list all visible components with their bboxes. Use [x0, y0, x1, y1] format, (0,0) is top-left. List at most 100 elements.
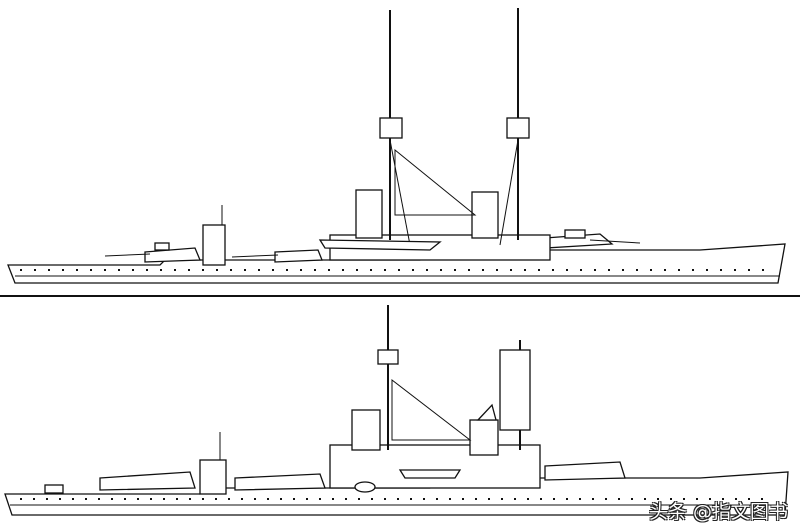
porthole — [132, 269, 134, 271]
porthole — [397, 498, 399, 500]
porthole — [524, 269, 526, 271]
porthole — [228, 498, 230, 500]
porthole — [202, 498, 204, 500]
upper-derrick — [394, 148, 477, 216]
porthole — [706, 269, 708, 271]
porthole — [636, 269, 638, 271]
porthole — [579, 498, 581, 500]
porthole — [72, 498, 74, 500]
porthole — [20, 498, 22, 500]
porthole — [85, 498, 87, 500]
porthole — [735, 498, 737, 500]
porthole — [241, 498, 243, 500]
porthole — [358, 498, 360, 500]
porthole — [709, 498, 711, 500]
porthole — [384, 498, 386, 500]
porthole — [342, 269, 344, 271]
lower-funnel-aft — [351, 409, 381, 451]
upper-aft-tower — [202, 224, 226, 266]
porthole — [124, 498, 126, 500]
porthole — [527, 498, 529, 500]
porthole — [104, 269, 106, 271]
porthole — [371, 498, 373, 500]
porthole — [314, 269, 316, 271]
porthole — [650, 269, 652, 271]
porthole — [566, 269, 568, 271]
porthole — [202, 269, 204, 271]
porthole — [76, 269, 78, 271]
porthole — [468, 269, 470, 271]
porthole — [46, 498, 48, 500]
porthole — [188, 269, 190, 271]
porthole — [762, 269, 764, 271]
lower-turret-fore — [544, 461, 626, 481]
porthole — [150, 498, 152, 500]
upper-turret-aft-1 — [144, 247, 201, 263]
porthole — [34, 269, 36, 271]
porthole — [670, 498, 672, 500]
porthole — [605, 498, 607, 500]
porthole — [462, 498, 464, 500]
porthole — [722, 498, 724, 500]
porthole — [618, 498, 620, 500]
porthole — [748, 498, 750, 500]
porthole — [258, 269, 260, 271]
porthole — [118, 269, 120, 271]
lower-funnel-fore — [469, 419, 499, 456]
lower-portholes — [20, 498, 763, 500]
lower-superstructure — [329, 444, 541, 489]
porthole — [215, 498, 217, 500]
porthole — [631, 498, 633, 500]
lower-turret-aft-2 — [234, 473, 326, 491]
porthole — [488, 498, 490, 500]
lower-ship-profile — [4, 305, 789, 516]
porthole — [293, 498, 295, 500]
porthole — [189, 498, 191, 500]
porthole — [300, 269, 302, 271]
porthole — [254, 498, 256, 500]
porthole — [280, 498, 282, 500]
porthole — [216, 269, 218, 271]
porthole — [475, 498, 477, 500]
porthole — [176, 498, 178, 500]
upper-funnel-aft — [355, 189, 383, 239]
porthole — [356, 269, 358, 271]
porthole — [580, 269, 582, 271]
porthole — [20, 269, 22, 271]
porthole — [720, 269, 722, 271]
porthole — [553, 498, 555, 500]
porthole — [454, 269, 456, 271]
porthole — [622, 269, 624, 271]
porthole — [98, 498, 100, 500]
upper-ship-profile — [0, 8, 800, 297]
lower-aft-tower — [199, 459, 227, 495]
porthole — [59, 498, 61, 500]
porthole — [230, 269, 232, 271]
porthole — [267, 498, 269, 500]
porthole — [384, 269, 386, 271]
porthole — [748, 269, 750, 271]
porthole — [48, 269, 50, 271]
porthole — [644, 498, 646, 500]
porthole — [538, 269, 540, 271]
lower-derrick — [391, 378, 472, 441]
porthole — [137, 498, 139, 500]
porthole — [566, 498, 568, 500]
watermark: 头条 @指文图书 — [648, 501, 788, 523]
porthole — [449, 498, 451, 500]
porthole — [594, 269, 596, 271]
porthole — [410, 498, 412, 500]
porthole — [328, 269, 330, 271]
porthole — [398, 269, 400, 271]
porthole — [306, 498, 308, 500]
porthole — [90, 269, 92, 271]
porthole — [496, 269, 498, 271]
porthole — [111, 498, 113, 500]
porthole — [501, 498, 503, 500]
porthole — [696, 498, 698, 500]
porthole — [332, 498, 334, 500]
porthole — [683, 498, 685, 500]
porthole — [370, 269, 372, 271]
porthole — [286, 269, 288, 271]
